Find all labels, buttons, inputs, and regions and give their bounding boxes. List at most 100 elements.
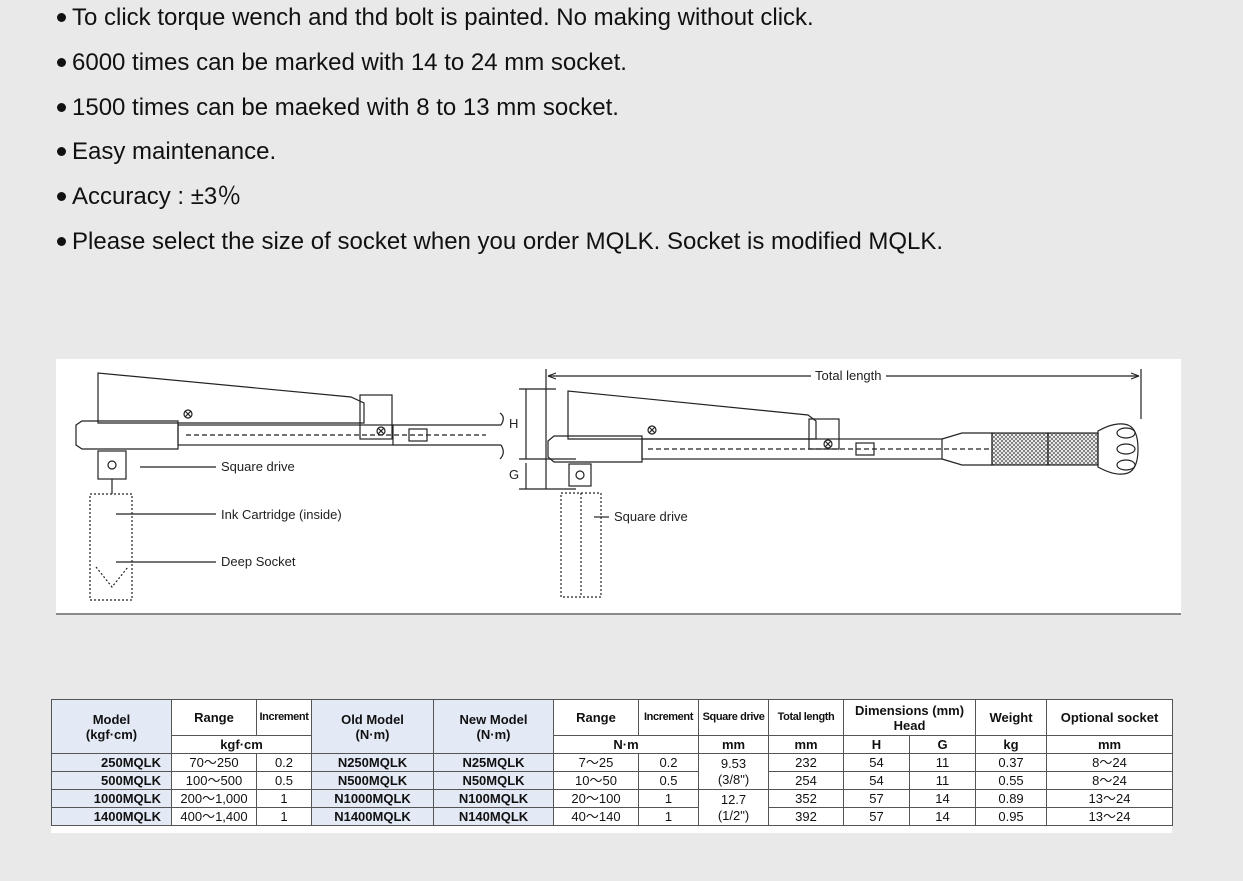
new-model-cell: N100MQLK (433, 789, 554, 808)
h-cell: 57 (843, 807, 910, 826)
table-row: 250MQLK 70～250 0.2 N250MQLK N25MQLK 7～25… (51, 753, 1174, 790)
range-header: Range (171, 699, 257, 736)
model-header-text: Model (92, 711, 131, 727)
increment-cell: 0.5 (256, 771, 312, 790)
increment-nm-cell: 0.5 (638, 771, 699, 790)
weight-cell: 0.37 (975, 753, 1048, 772)
table-row: 1000MQLK 200～1,000 1 N1000MQLK N100MQLK … (51, 789, 1174, 826)
socket-unit: mm (1046, 735, 1174, 754)
range-cell: 100～500 (171, 771, 257, 790)
range-nm-cell: 7～25 (553, 753, 639, 772)
feature-item: Please select the size of socket when yo… (57, 227, 1207, 255)
new-model-header-unit: (N·m) (476, 726, 511, 742)
table-row: 1400MQLK 400～1,400 1 N1400MQLK N140MQLK … (51, 807, 1174, 826)
socket-cell: 13～24 (1046, 807, 1174, 826)
range-cell: 400～1,400 (171, 807, 257, 826)
feature-item: To click torque wench and thd bolt is pa… (57, 5, 1207, 31)
new-model-cell: N50MQLK (433, 771, 554, 790)
square-drive-label: Square drive (221, 459, 295, 474)
square-drive-value: 9.53 (720, 755, 747, 771)
increment-nm-cell: 0.2 (638, 753, 699, 772)
weight-header: Weight (975, 699, 1048, 736)
socket-cell: 8～24 (1046, 753, 1174, 772)
square-drive-sub: (1/2") (717, 807, 750, 823)
total-length-label: Total length (815, 368, 882, 383)
increment-header: Increment (256, 699, 312, 736)
square-drive-cell: 9.53(3/8") (698, 753, 769, 790)
range-nm-cell: 10～50 (553, 771, 639, 790)
bullet-dot (57, 192, 66, 202)
socket-cell: 8～24 (1046, 771, 1174, 790)
left-wrench (75, 372, 504, 601)
total-length-cell: 392 (768, 807, 844, 826)
range-nm-cell: 40～140 (553, 807, 639, 826)
spec-table-container: Model(kgf·cm) Range Increment Old Model(… (51, 699, 1174, 833)
unit-row: kgf·cm N·m mm mm H G kg mm (52, 735, 1174, 754)
increment-cell: 1 (256, 807, 312, 826)
feature-item: Easy maintenance. (57, 139, 1207, 165)
weight-cell: 0.55 (975, 771, 1048, 790)
wrench-drawing: Square drive Ink Cartridge (inside) Deep… (75, 368, 1142, 601)
g-cell: 14 (908, 789, 977, 808)
feature-text: Accuracy : ±3％ (72, 183, 242, 211)
weight-unit: kg (975, 735, 1048, 754)
optional-socket-header: Optional socket (1046, 699, 1174, 736)
square-drive-sub: (3/8") (717, 771, 750, 787)
ink-cartridge-label: Ink Cartridge (inside) (221, 507, 342, 522)
model-cell: 1000MQLK (51, 789, 172, 808)
feature-item: 6000 times can be marked with 14 to 24 m… (57, 48, 1207, 76)
feature-text: Please select the size of socket when yo… (72, 227, 944, 255)
old-model-cell: N1400MQLK (311, 807, 434, 826)
new-model-cell: N140MQLK (433, 807, 554, 826)
right-wrench (519, 369, 1142, 598)
g-dimension-label: G (509, 467, 519, 482)
head-header-text: Head (893, 717, 926, 733)
dimensions-header-text: Dimensions (mm) (854, 702, 965, 718)
bullet-dot (57, 236, 66, 246)
table-row: 500MQLK 100～500 0.5 N500MQLK N50MQLK 10～… (51, 771, 1174, 790)
g-cell: 11 (908, 771, 977, 790)
old-model-cell: N500MQLK (311, 771, 434, 790)
model-cell: 1400MQLK (51, 807, 172, 826)
old-model-header-text: Old Model (341, 711, 404, 727)
total-length-header: Total length (768, 699, 844, 736)
model-cell: 250MQLK (51, 753, 172, 772)
g-unit: G (908, 735, 977, 754)
square-drive-unit: mm (698, 735, 769, 754)
square-drive-cell: 12.7(1/2") (698, 789, 769, 826)
bullet-dot (57, 147, 66, 157)
h-cell: 57 (843, 789, 910, 808)
square-drive-right-label: Square drive (614, 509, 688, 524)
feature-text: 1500 times can be maeked with 8 to 13 mm… (72, 93, 619, 121)
spec-table: Model(kgf·cm) Range Increment Old Model(… (51, 699, 1174, 826)
socket-cell: 13～24 (1046, 789, 1174, 808)
bullet-dot (57, 57, 66, 67)
range-nm-cell: 20～100 (553, 789, 639, 808)
model-header: Model(kgf·cm) (51, 699, 172, 754)
increment-nm-cell: 1 (638, 807, 699, 826)
h-cell: 54 (843, 753, 910, 772)
increment-nm-header: Increment (638, 699, 699, 736)
range-cell: 70～250 (171, 753, 257, 772)
square-drive-header: Square drive (698, 699, 769, 736)
nm-unit: N·m (553, 735, 699, 754)
kgfcm-unit: kgf·cm (171, 735, 312, 754)
bullet-dot (57, 13, 66, 22)
total-length-cell: 352 (768, 789, 844, 808)
total-length-cell: 232 (768, 753, 844, 772)
g-cell: 11 (908, 753, 977, 772)
total-length-cell: 254 (768, 771, 844, 790)
increment-nm-cell: 1 (638, 789, 699, 808)
model-header-unit: (kgf·cm) (85, 726, 138, 742)
bullet-dot (57, 102, 66, 112)
feature-item: Accuracy : ±3％ (57, 184, 1207, 210)
old-model-header-unit: (N·m) (355, 726, 390, 742)
new-model-cell: N25MQLK (433, 753, 554, 772)
dimensions-header: Dimensions (mm)Head (842, 699, 977, 736)
feature-text: 6000 times can be marked with 14 to 24 m… (72, 48, 627, 76)
increment-cell: 0.2 (256, 753, 312, 772)
old-model-cell: N1000MQLK (311, 789, 434, 808)
feature-list: To click torque wench and thd bolt is pa… (57, 0, 1207, 274)
feature-text: Easy maintenance. (72, 138, 277, 166)
new-model-header-text: New Model (459, 711, 528, 727)
